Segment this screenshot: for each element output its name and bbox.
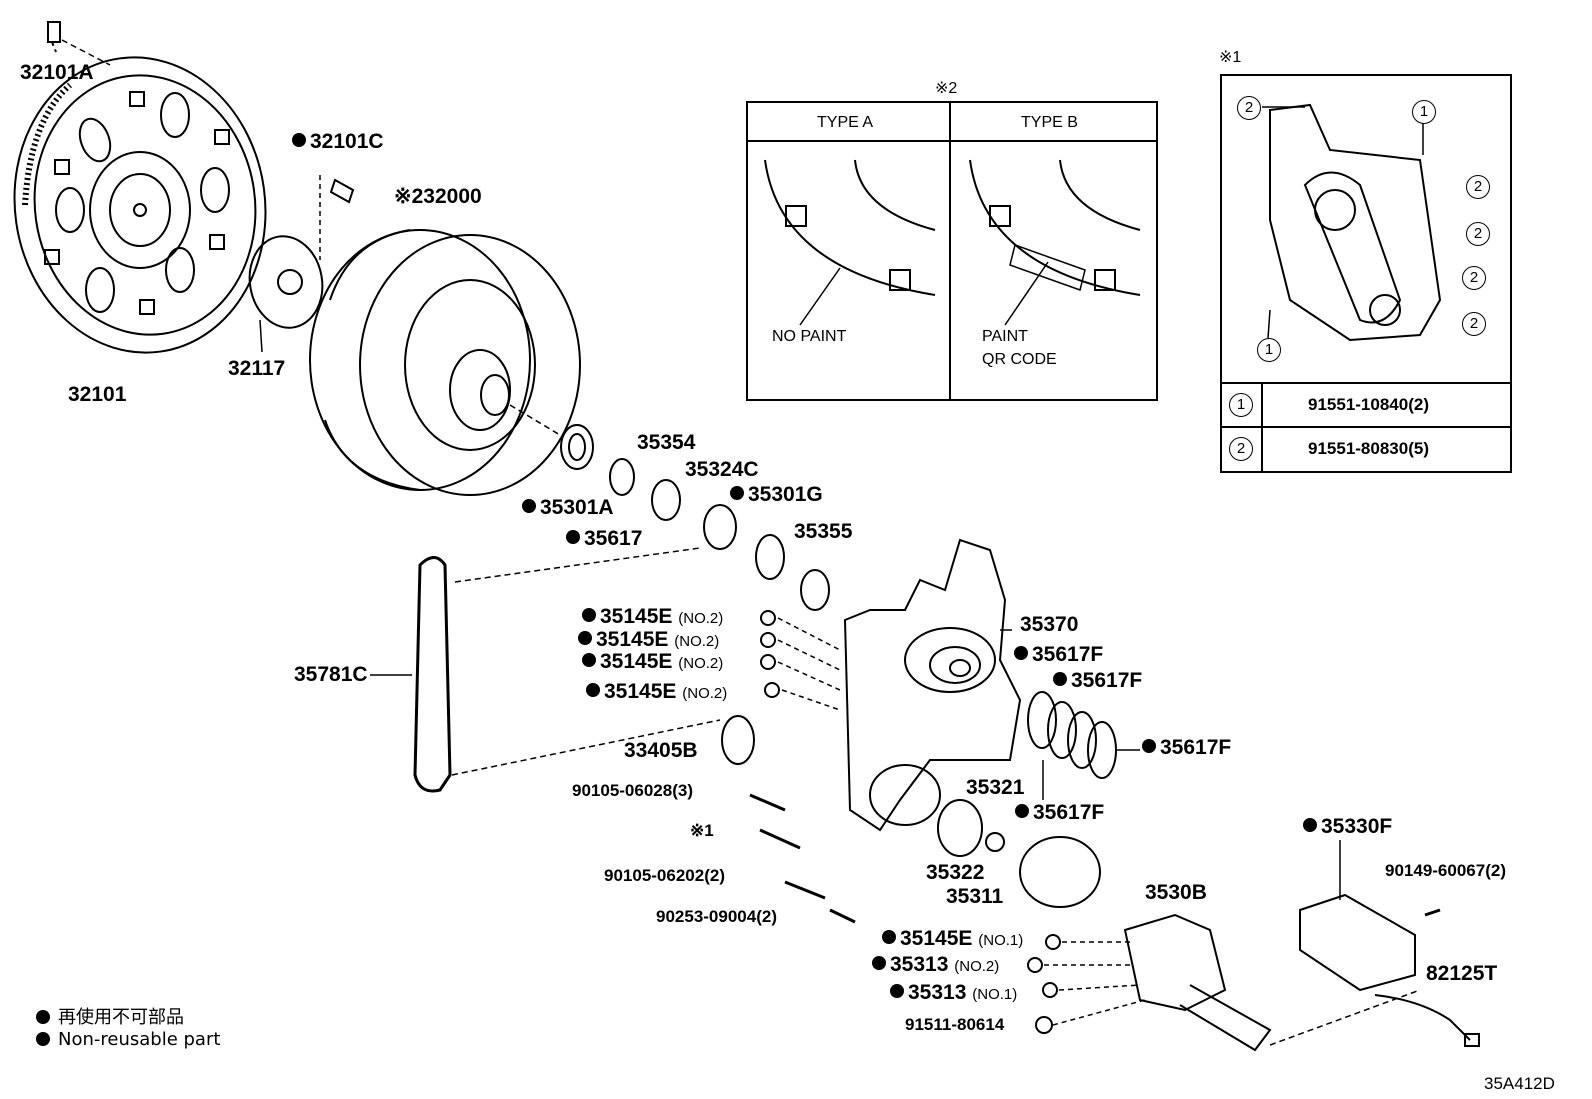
table-row2-num: 2 xyxy=(1229,437,1253,461)
callout-1-icon: 1 xyxy=(1257,338,1281,362)
non-reusable-dot-icon xyxy=(882,930,896,944)
part-label-35321: 35321 xyxy=(966,776,1025,799)
part-label-35311: 35311 xyxy=(946,885,1004,908)
part-label-35301G: 35301G xyxy=(730,484,823,505)
table-row2-part: 91551-80830(5) xyxy=(1308,439,1429,458)
inset2-type-b: TYPE B xyxy=(1021,114,1078,131)
callout-2-icon: 2 xyxy=(1237,96,1261,120)
non-reusable-dot-icon xyxy=(36,1010,50,1024)
callout-2-icon: 2 xyxy=(1466,175,1490,199)
part-label-35324C: 35324C xyxy=(685,458,759,481)
table-row1-part: 91551-10840(2) xyxy=(1308,395,1429,414)
part-label-32101A: 32101A xyxy=(20,61,94,84)
non-reusable-dot-icon xyxy=(582,608,596,622)
part-label-35617: 35617 xyxy=(566,528,642,549)
part-label-35355: 35355 xyxy=(794,520,853,543)
inset2-paint: PAINT xyxy=(982,328,1028,345)
non-reusable-dot-icon xyxy=(586,683,600,697)
part-label-35617F-1: 35617F xyxy=(1014,644,1103,665)
non-reusable-dot-icon xyxy=(1142,739,1156,753)
part-label-35322: 35322 xyxy=(926,861,985,884)
part-label-82125T: 82125T xyxy=(1426,962,1498,985)
part-label-35370: 35370 xyxy=(1020,613,1079,636)
part-label-35145E-3: 35145E (NO.2) xyxy=(582,651,723,672)
non-reusable-dot-icon xyxy=(872,956,886,970)
non-reusable-dot-icon xyxy=(578,631,592,645)
part-label-35145E-2: 35145E (NO.2) xyxy=(578,629,719,650)
callout-2-icon: 2 xyxy=(1462,312,1486,336)
part-label-35330F: 35330F xyxy=(1303,816,1392,837)
inset2-marker: ※2 xyxy=(935,80,958,97)
non-reusable-dot-icon xyxy=(522,499,536,513)
callout-2-icon: 2 xyxy=(1466,222,1490,246)
part-label-32101C: 32101C xyxy=(292,131,384,152)
part-label-90105-06028: 90105-06028(3) xyxy=(572,781,693,800)
non-reusable-dot-icon xyxy=(1303,818,1317,832)
part-label-35781C: 35781C xyxy=(294,663,368,686)
part-label-35145E-no1: 35145E (NO.1) xyxy=(882,928,1023,949)
part-label-35301A: 35301A xyxy=(522,497,614,518)
non-reusable-dot-icon xyxy=(566,530,580,544)
callout-1-icon: 1 xyxy=(1412,100,1436,124)
table-row1-num: 1 xyxy=(1229,393,1253,417)
oil-pump-body-drawing xyxy=(843,538,1022,832)
drive-plate-drawing xyxy=(13,56,267,354)
part-label-90149-60067: 90149-60067(2) xyxy=(1385,861,1506,880)
diagram-code: 35A412D xyxy=(1484,1074,1555,1093)
part-label-35313-no1: 35313 (NO.1) xyxy=(890,982,1017,1003)
part-label-32117: 32117 xyxy=(228,357,286,380)
non-reusable-dot-icon xyxy=(1014,646,1028,660)
non-reusable-dot-icon xyxy=(582,653,596,667)
part-label-35313-no2: 35313 (NO.2) xyxy=(872,954,999,975)
inset2-type-a: TYPE A xyxy=(817,114,874,131)
part-label-35354: 35354 xyxy=(637,431,696,454)
part-label-note-1: ※1 xyxy=(690,821,714,840)
callout-2-icon: 2 xyxy=(1462,266,1486,290)
torque-converter-drawing xyxy=(309,229,581,496)
non-reusable-dot-icon xyxy=(36,1032,50,1046)
part-label-32000: ※232000 xyxy=(394,185,482,208)
part-label-35145E-1: 35145E (NO.2) xyxy=(582,606,723,627)
non-reusable-dot-icon xyxy=(1053,672,1067,686)
part-label-35617F-3: 35617F xyxy=(1142,737,1231,758)
inset1-marker: ※1 xyxy=(1219,49,1242,66)
part-label-90253-09004: 90253-09004(2) xyxy=(656,907,777,926)
inset2-no-paint: NO PAINT xyxy=(772,328,847,345)
part-label-32101: 32101 xyxy=(68,383,127,406)
part-label-33405B: 33405B xyxy=(624,739,698,762)
non-reusable-dot-icon xyxy=(1015,804,1029,818)
legend-jp: 再使用不可部品 xyxy=(36,1003,184,1029)
non-reusable-dot-icon xyxy=(730,486,744,500)
inset2-qr-code: QR CODE xyxy=(982,351,1057,368)
part-label-35617F-2: 35617F xyxy=(1053,670,1142,691)
part-label-35617F-4: 35617F xyxy=(1015,802,1104,823)
legend-en: Non-reusable part xyxy=(36,1029,220,1050)
non-reusable-dot-icon xyxy=(292,133,306,147)
part-label-35145E-4: 35145E (NO.2) xyxy=(586,681,727,702)
part-label-90105-06202: 90105-06202(2) xyxy=(604,866,725,885)
part-label-3530B: 3530B xyxy=(1145,881,1207,904)
non-reusable-dot-icon xyxy=(890,984,904,998)
part-label-91511-80614: 91511-80614 xyxy=(905,1015,1005,1034)
